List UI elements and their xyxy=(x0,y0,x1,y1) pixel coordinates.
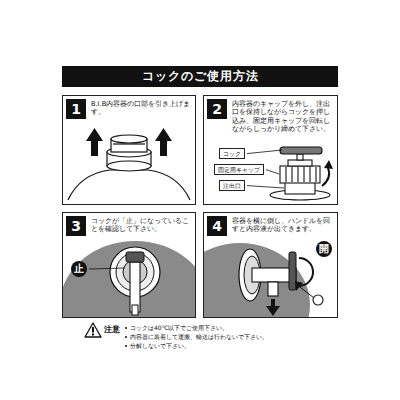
step-number: 3 xyxy=(66,216,86,236)
leader-line xyxy=(89,268,125,269)
step-panel: 1 B.I.B内容器の口部を引き上げます。 xyxy=(62,95,196,205)
step-instruction: コックが「止」になっていることを確認して下さい。 xyxy=(91,217,192,234)
part-name: 注出口 xyxy=(223,182,241,189)
step-panel: 2内容器のキャップを外し、注出口を保持しながらコックを押し込み、固定用キャップを… xyxy=(203,95,338,205)
cock-stop-figure xyxy=(63,241,195,317)
title-band: コックのご使用方法 xyxy=(62,66,338,87)
caution-note: コックは40℃以下でご使用下さい。 xyxy=(130,324,228,333)
state-mark: 開 xyxy=(316,241,332,257)
spout-pull-figure xyxy=(68,128,190,200)
step-panel: 3 コックが「止」になっていることを確認して下さい。止 xyxy=(62,212,196,318)
step-instruction: B.I.B内容器の口部を引き上げます。 xyxy=(91,100,192,117)
cock-attach-figure xyxy=(270,147,333,200)
step-number: 2 xyxy=(207,99,227,119)
step-panel: 4 容器を横に倒し、ハンドルを回すと内容液が出てきます。開 xyxy=(203,212,338,318)
part-name: コック xyxy=(223,150,241,157)
caution-note: 分解しないで下さい。 xyxy=(130,342,190,351)
leader-line xyxy=(247,150,282,154)
step-instruction: 容器を横に倒し、ハンドルを回すと内容液が出てきます。 xyxy=(232,217,334,234)
state-label: 開 xyxy=(316,241,332,257)
step-instruction: 内容器のキャップを外し、注出口を保持しながらコックを押し込み、固定用キャップを回… xyxy=(232,100,334,134)
warning-symbol xyxy=(85,323,101,337)
caution-note: 内容器に装着して運搬、輸送は行わないで下さい。 xyxy=(130,333,268,342)
part-tag: コック xyxy=(219,148,245,159)
part-tag: 注出口 xyxy=(219,180,245,191)
caution-heading: 注意 xyxy=(104,324,120,335)
state-label: 止 xyxy=(71,261,87,277)
part-name: 固定用キャップ xyxy=(218,166,260,173)
cock-open-figure xyxy=(204,243,323,317)
step-number: 4 xyxy=(207,216,227,236)
step-number: 1 xyxy=(66,99,86,119)
note-bullets xyxy=(125,327,127,347)
leader-line xyxy=(247,186,284,188)
state-mark: 止 xyxy=(71,261,87,277)
leader-line xyxy=(266,170,279,174)
part-tag: 固定用キャップ xyxy=(214,164,264,175)
